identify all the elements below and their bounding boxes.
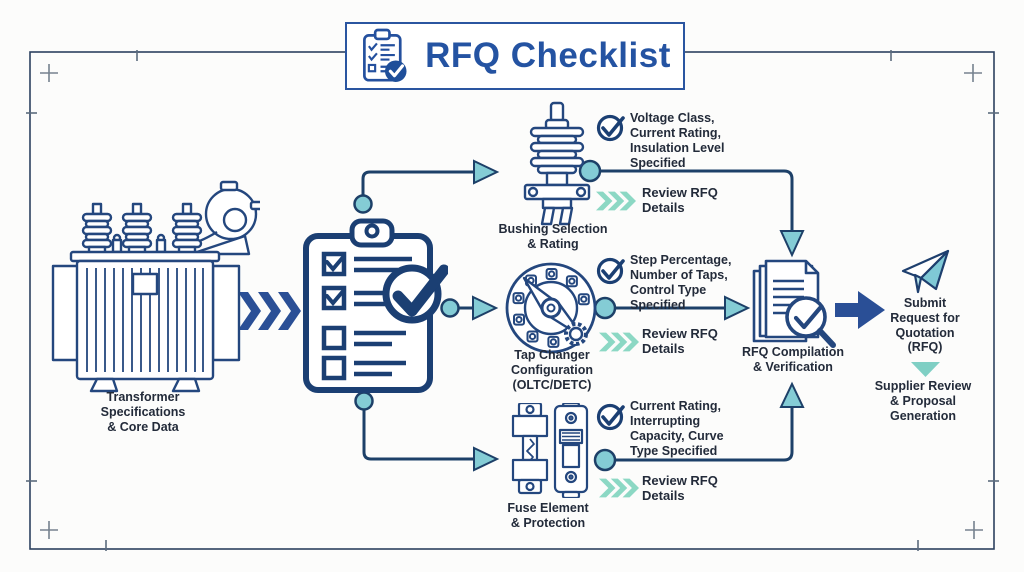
spec-text-fuse: Current Rating, Interrupting Capacity, C… (630, 399, 724, 458)
branch-node-label-fuse: Fuse Element & Protection (507, 501, 589, 530)
clipboard-check-icon (363, 28, 407, 82)
triple-chevron-icon (599, 332, 639, 352)
page-title: RFQ Checklist (425, 36, 671, 75)
flow-chevrons-icon (238, 292, 301, 330)
check-circle-icon (596, 257, 625, 285)
check-circle-icon (596, 114, 625, 142)
triple-chevron-icon (596, 191, 636, 211)
title-banner: RFQ Checklist (345, 22, 685, 90)
transformer-icon (51, 180, 260, 393)
fuse-breaker-icon (511, 403, 589, 498)
connector-fuse-to-compilation (593, 381, 805, 472)
connector-clipboard-to-bushing (353, 159, 500, 214)
down-triangle-icon (911, 362, 940, 377)
compilation-node-label: RFQ Compilation & Verification (741, 345, 845, 374)
connector-bushing-to-compilation (578, 159, 805, 258)
connector-clipboard-to-tapchanger (440, 295, 499, 321)
triple-chevron-icon (599, 478, 639, 498)
tap-changer-dial-icon (505, 262, 597, 354)
branch-node-label-tapchanger: Tap Changer Configuration (OLTC/DETC) (511, 348, 593, 392)
submit-arrow-icon (835, 291, 885, 329)
branch-node-label-bushing: Bushing Selection & Rating (498, 222, 608, 251)
bushing-icon (523, 101, 591, 226)
review-text-fuse: Review RFQ Details (642, 473, 718, 503)
edge-tick-marks (26, 50, 999, 551)
spec-text-tapchanger: Step Percentage, Number of Taps, Control… (630, 253, 732, 312)
connector-tapchanger-to-compilation (593, 295, 751, 321)
connector-clipboard-to-fuse (354, 391, 500, 472)
documents-magnifier-check-icon (752, 259, 836, 348)
crop-mark-icon (40, 64, 983, 539)
check-circle-icon (596, 403, 625, 431)
supplier-node-label: Supplier Review & Proposal Generation (874, 379, 972, 423)
review-text-bushing: Review RFQ Details (642, 185, 718, 215)
review-text-tapchanger: Review RFQ Details (642, 326, 718, 356)
spec-text-bushing: Voltage Class, Current Rating, Insulatio… (630, 111, 725, 170)
source-node-label: Transformer Specifications & Core Data (100, 390, 186, 434)
paper-plane-icon (901, 249, 950, 294)
submit-node-label: Submit Request for Quotation (RFQ) (890, 296, 960, 355)
checklist-clipboard-icon (303, 218, 448, 393)
